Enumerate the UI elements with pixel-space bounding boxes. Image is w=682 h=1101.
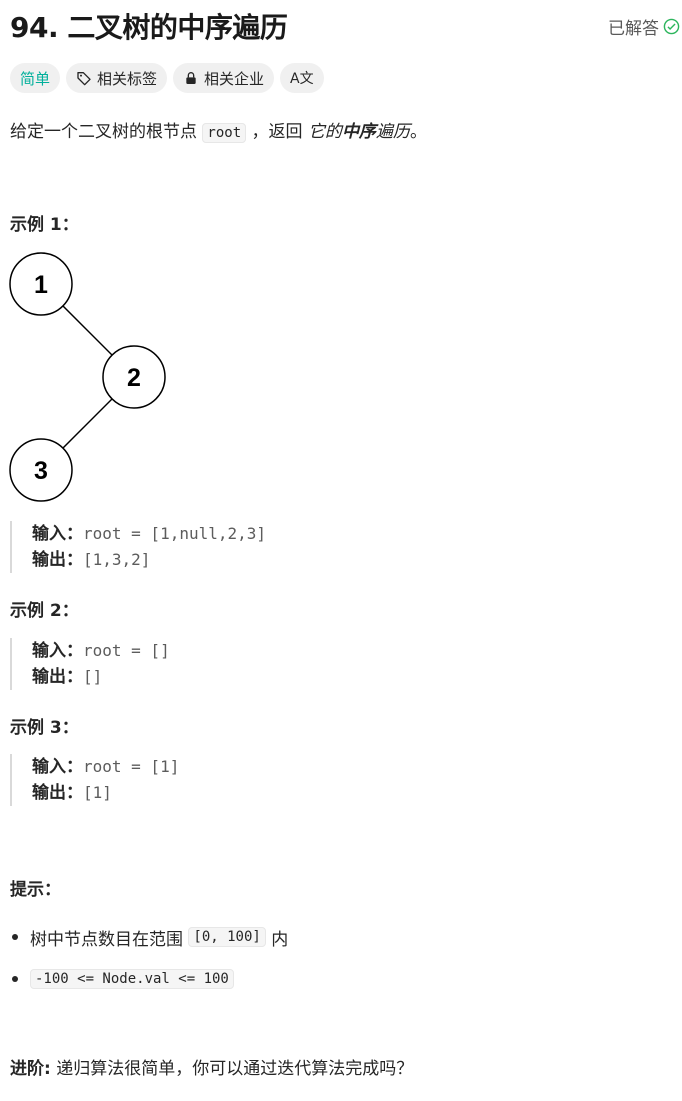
hint-code: [0, 100]: [188, 927, 266, 947]
bullet: [12, 934, 18, 940]
solved-label: 已解答: [608, 19, 659, 39]
hint-text: 树中节点数目在范围: [30, 929, 183, 950]
description-text: 给定一个二叉树的根节点: [10, 122, 197, 142]
input-label: 输入：: [32, 641, 83, 661]
tree-node: [102, 345, 166, 409]
related-tags-button[interactable]: 相关标签: [66, 63, 168, 93]
list-item: -100 <= Node.val <= 100: [10, 958, 288, 1000]
example-2-block: 输入：root = [] 输出：[]: [10, 638, 170, 690]
input-value: root = [1,null,2,3]: [83, 524, 267, 543]
difficulty-tag[interactable]: 简单: [10, 63, 61, 93]
tag-row: 简单 相关标签 相关企业 A文: [10, 63, 324, 93]
hints-heading: 提示：: [10, 880, 61, 900]
output-label: 输出：: [32, 667, 83, 687]
solved-status: 已解答: [608, 14, 680, 39]
related-companies-label: 相关企业: [204, 69, 265, 88]
hint-code: -100 <= Node.val <= 100: [30, 969, 234, 989]
tree-node-label: 3: [34, 457, 48, 485]
input-label: 输入：: [32, 524, 83, 544]
description-end: 。: [409, 122, 427, 142]
example-1-block: 输入：root = [1,null,2,3] 输出：[1,3,2]: [10, 521, 266, 573]
translate-button[interactable]: A文: [280, 63, 324, 93]
related-tags-label: 相关标签: [97, 69, 158, 88]
bullet: [12, 976, 18, 982]
description-italic-2: 遍历: [375, 122, 410, 142]
check-circle-icon: [663, 18, 680, 35]
description-bold: 中序: [341, 122, 376, 142]
problem-header: 94. 二叉树的中序遍历 已解答: [10, 6, 680, 46]
problem-title[interactable]: 94. 二叉树的中序遍历: [10, 11, 288, 44]
example-2-heading: 示例 2：: [10, 601, 79, 621]
list-item: 树中节点数目在范围 [0, 100] 内: [10, 916, 288, 958]
description-text-2: ，返回: [251, 122, 303, 142]
input-label: 输入：: [32, 757, 83, 777]
related-companies-button[interactable]: 相关企业: [173, 63, 275, 93]
output-label: 输出：: [32, 550, 83, 570]
example-3-block: 输入：root = [1] 输出：[1]: [10, 754, 179, 806]
example-3-heading: 示例 3：: [10, 718, 79, 738]
example-1-tree-diagram: 1 2 3: [9, 252, 166, 502]
description-code: root: [202, 123, 247, 143]
tag-icon: [77, 72, 91, 86]
followup-label: 进阶:: [10, 1059, 51, 1079]
followup: 进阶: 递归算法很简单，你可以通过迭代算法完成吗？: [10, 1054, 413, 1079]
tree-node: [9, 252, 73, 316]
translate-icon: A文: [290, 71, 314, 87]
output-value: [1]: [83, 783, 112, 802]
hints-list: 树中节点数目在范围 [0, 100] 内 -100 <= Node.val <=…: [10, 916, 288, 1000]
followup-text: 递归算法很简单，你可以通过迭代算法完成吗？: [56, 1059, 414, 1079]
tree-node-label: 2: [127, 364, 141, 392]
input-value: root = []: [83, 641, 170, 660]
lock-icon: [186, 72, 196, 84]
input-value: root = [1]: [83, 757, 180, 776]
output-value: [1,3,2]: [83, 550, 151, 569]
problem-description: 给定一个二叉树的根节点 root ，返回 它的中序遍历。: [10, 117, 427, 143]
example-1-heading: 示例 1：: [10, 215, 79, 235]
description-italic-1: 它的: [307, 122, 342, 142]
output-label: 输出：: [32, 783, 83, 803]
tree-node: [9, 438, 73, 502]
output-value: []: [83, 667, 103, 686]
hint-text-after: 内: [271, 929, 289, 950]
tree-node-label: 1: [34, 271, 48, 299]
